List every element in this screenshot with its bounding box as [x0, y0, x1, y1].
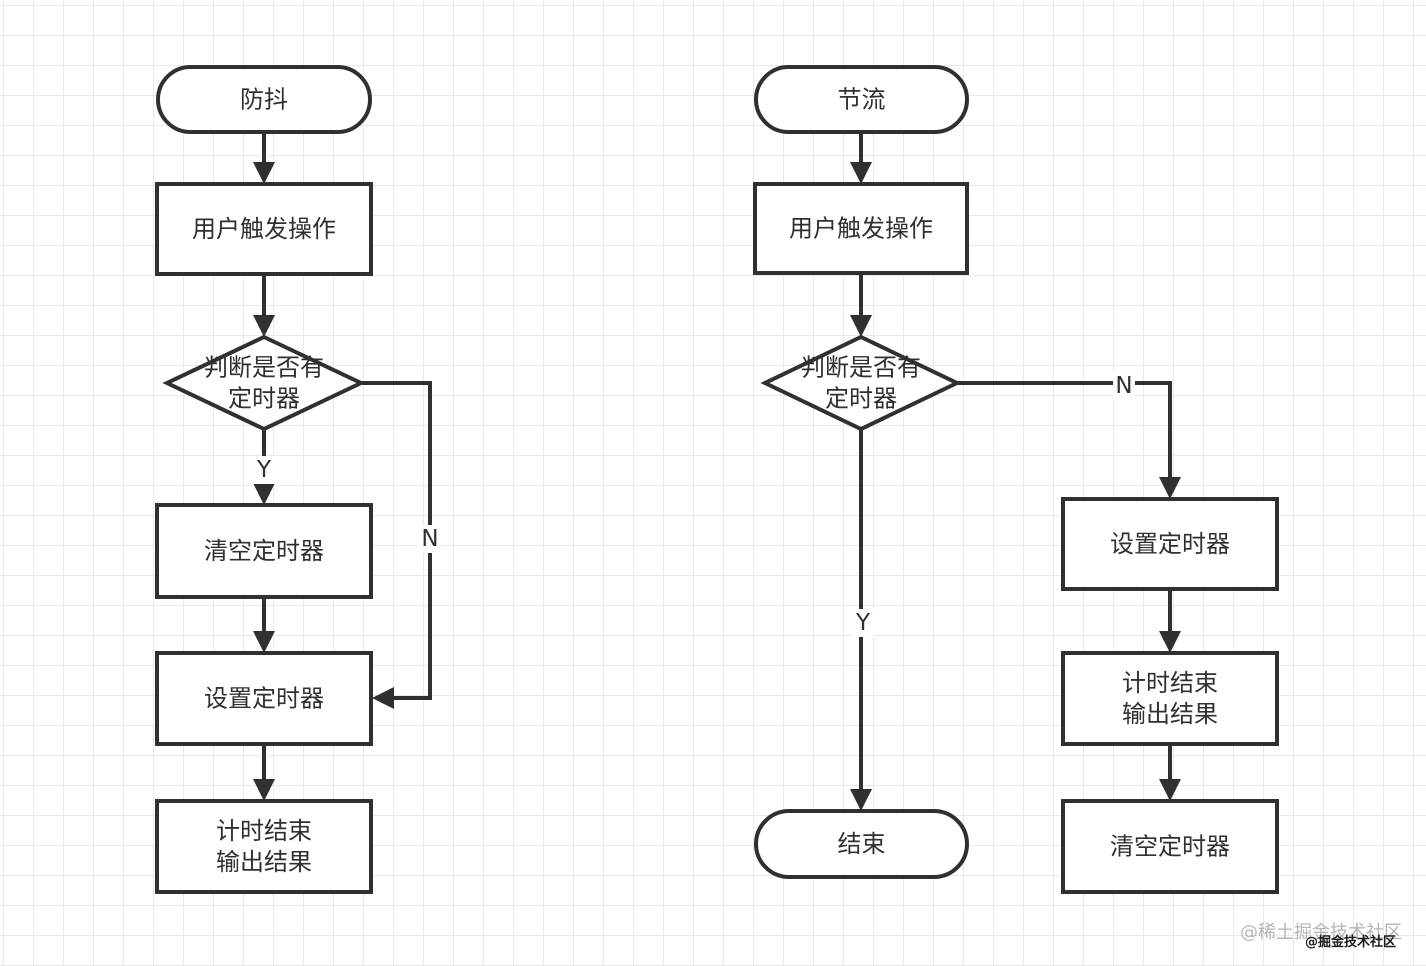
decision-diamond [760, 334, 962, 432]
decision-diamond [162, 334, 366, 432]
edge-label-y: Y [256, 457, 272, 483]
arrowhead-icon [253, 483, 275, 505]
terminal-shape [754, 809, 969, 879]
debounce-node-trigger: 用户触发操作 [155, 182, 373, 276]
arrowhead-icon [253, 631, 275, 653]
edge-check-to-set: N [361, 381, 441, 709]
process-box [1061, 651, 1279, 746]
process-box [155, 799, 373, 894]
arrowhead-icon [253, 779, 275, 801]
process-box [155, 182, 373, 276]
node-label: 定时器 [825, 385, 897, 413]
node-label: 输出结果 [216, 848, 312, 876]
watermark-secondary: @掘金技术社区 [1305, 935, 1397, 950]
edge-label-background [419, 525, 441, 553]
process-box [753, 182, 969, 275]
edge-trigger-to-check [850, 273, 872, 337]
edge-set-to-output [1159, 589, 1181, 653]
process-box [1061, 799, 1279, 894]
node-label: 用户触发操作 [192, 215, 336, 243]
arrowhead-icon [850, 162, 872, 184]
node-label: 清空定时器 [204, 537, 324, 565]
edge-label-y: Y [855, 610, 871, 636]
edge-label-background [852, 609, 874, 637]
edge-start-to-trigger [253, 132, 275, 184]
arrowhead-icon [1159, 477, 1181, 499]
edge-label-background [253, 456, 275, 484]
arrowhead-icon [1159, 779, 1181, 801]
node-label: 清空定时器 [1110, 833, 1230, 861]
edge-label-background [1113, 372, 1135, 400]
arrowhead-icon [253, 315, 275, 337]
throttle-node-start: 节流 [754, 65, 969, 134]
debounce-node-start: 防抖 [156, 65, 372, 134]
throttle-node-set: 设置定时器 [1061, 497, 1279, 591]
edge-trigger-to-check [253, 274, 275, 337]
terminal-shape [754, 65, 969, 134]
node-label: 判断是否有 [204, 354, 324, 382]
debounce-node-clear: 清空定时器 [155, 503, 373, 599]
watermark-primary: @稀土掘金技术社区 [1240, 922, 1402, 943]
edge-check-to-end: Y [850, 429, 874, 811]
edge-clear-to-set [253, 597, 275, 653]
node-label: 定时器 [228, 385, 300, 413]
arrowhead-icon [850, 789, 872, 811]
node-label: 计时结束 [216, 817, 312, 845]
edge-label-n: N [1115, 373, 1132, 399]
edge-check-to-set: N [957, 372, 1181, 499]
edge-set-to-output [253, 744, 275, 801]
node-label: 输出结果 [1122, 700, 1218, 728]
node-label: 节流 [838, 86, 886, 114]
debounce-edges: YN [253, 132, 441, 801]
node-label: 用户触发操作 [789, 215, 933, 243]
process-box [1061, 497, 1279, 591]
throttle-edges: YN [850, 132, 1181, 811]
arrowhead-icon [850, 315, 872, 337]
throttle-node-trigger: 用户触发操作 [753, 182, 969, 275]
node-label: 设置定时器 [1110, 530, 1230, 558]
connector-line [957, 381, 1172, 477]
node-label: 判断是否有 [801, 354, 921, 382]
process-box [155, 651, 373, 746]
arrowhead-icon [253, 162, 275, 184]
node-label: 计时结束 [1122, 669, 1218, 697]
edge-check-to-clear: Y [253, 429, 275, 505]
throttle-node-clear: 清空定时器 [1061, 799, 1279, 894]
arrowhead-icon [372, 687, 394, 709]
edge-start-to-trigger [850, 132, 872, 184]
throttle-node-end: 结束 [754, 809, 969, 879]
edge-output-to-clear [1159, 744, 1181, 801]
node-label: 防抖 [240, 86, 288, 114]
terminal-shape [156, 65, 372, 134]
edge-label-n: N [421, 526, 438, 552]
debounce-node-set: 设置定时器 [155, 651, 373, 746]
process-box [155, 503, 373, 599]
arrowhead-icon [1159, 631, 1181, 653]
node-label: 设置定时器 [204, 685, 324, 713]
node-label: 结束 [838, 830, 886, 858]
